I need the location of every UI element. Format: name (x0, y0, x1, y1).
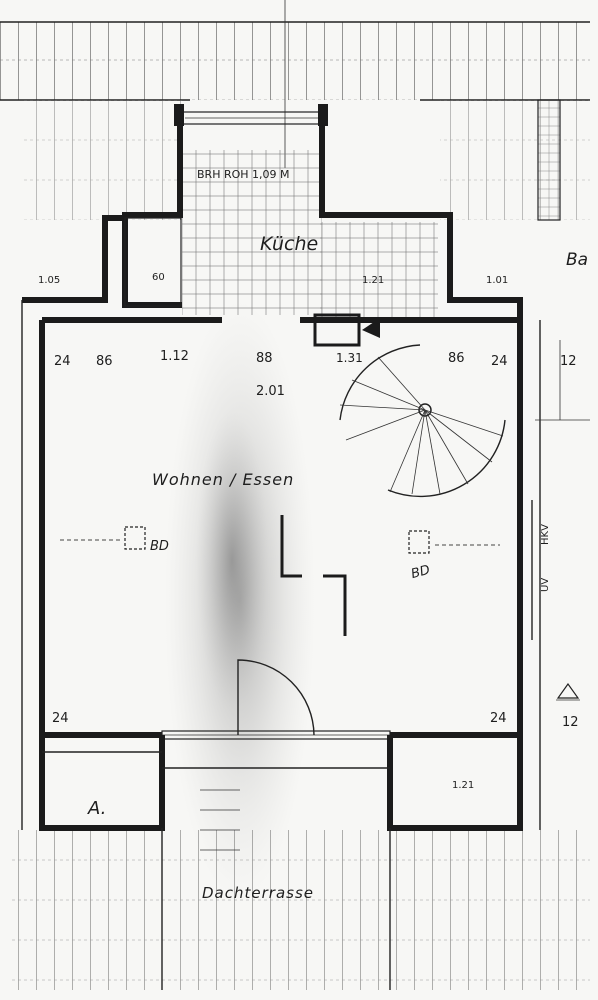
kitchen-label: Küche (260, 233, 318, 255)
vent-marker-left (124, 526, 146, 550)
roof-battens (0, 0, 590, 990)
dim-bottom-left-24: 24 (52, 711, 69, 726)
wall-label-uv: UV (540, 578, 551, 592)
right-edge-symbols (531, 500, 580, 701)
vent-marker-right (408, 530, 430, 554)
dim-top-left-24: 24 (54, 354, 71, 369)
dim-right-edge-12: 12 (560, 354, 577, 369)
knee-walls (22, 215, 523, 320)
dormer-kitchen (122, 99, 561, 318)
vent-right-label: BD (409, 563, 431, 582)
vent-left-label: BD (150, 539, 169, 554)
partition (60, 515, 500, 636)
dim-niche: 60 (152, 272, 165, 283)
dim-top-112: 1.12 (160, 349, 189, 364)
dim-top-86-left: 86 (96, 354, 113, 369)
bath-fragment: Ba (566, 250, 588, 270)
dim-left-knee: 1.05 (38, 275, 60, 286)
dim-top-right-24: 24 (491, 354, 508, 369)
storage-room (39, 735, 165, 831)
terrace-outline (161, 735, 523, 990)
living-label: Wohnen / Essen (152, 470, 294, 489)
dim-top-131: 1.31 (336, 351, 363, 365)
dim-terrace-right: 1.21 (452, 780, 474, 791)
dim-top-86-right: 86 (448, 351, 465, 366)
spiral-stair (339, 344, 506, 498)
dim-height-201: 2.01 (256, 384, 285, 399)
dim-bottom-right-24: 24 (490, 711, 507, 726)
dim-kitchen-window: 1.21 (362, 275, 384, 286)
dim-right-edge-12b: 12 (562, 715, 579, 730)
chimney (313, 313, 380, 347)
dim-top-88: 88 (256, 351, 273, 366)
scan-smudge (165, 300, 315, 900)
parapet-note: BRH ROH 1,09 M (197, 168, 290, 181)
wall-label-hkv: HKV (540, 524, 551, 545)
terrace-label: Dachterrasse (202, 884, 314, 902)
dim-right-knee: 1.01 (486, 275, 508, 286)
storage-label: A. (87, 798, 106, 819)
